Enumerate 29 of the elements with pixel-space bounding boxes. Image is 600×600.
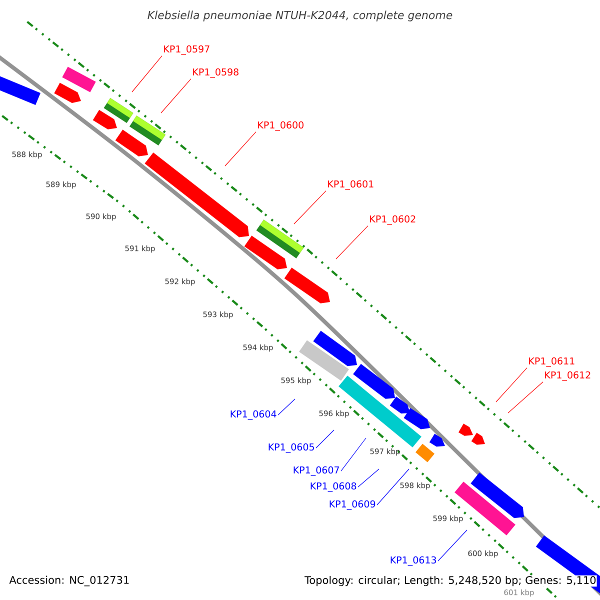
gene-label: KP1_0601 [328,180,374,190]
gene-label: KP1_0607 [294,466,339,476]
leader-line [376,468,410,506]
leader-line [160,78,192,114]
gene-label: KP1_0598 [193,68,238,78]
gene-label: KP1_0613 [390,556,436,566]
leader-line [294,190,326,224]
gene-label: KP1_0605 [268,443,314,453]
gene-label: KP1_0597 [164,45,210,55]
leader-line [316,430,334,448]
gene-label: KP1_0612 [545,371,590,381]
gene-label: KP1_0604 [230,410,276,420]
leader-line [224,132,256,166]
leader-line [438,530,468,562]
gene-label: KP1_0600 [258,121,304,131]
leader-line [278,398,296,416]
accession-text: Accession: NC_012731 [9,576,129,586]
gene-label: KP1_0608 [310,482,356,492]
gene-label: KP1_0609 [330,500,376,510]
gene-label: KP1_0602 [370,215,416,225]
leader-line [132,56,162,92]
genome-info-text: Topology: circular; Length: 5,248,520 bp; Genes: 5,110 [304,575,597,587]
title: Klebsiella pneumoniae NTUH-K2044, complete genome [148,10,452,22]
gene-label: KP1_0611 [529,357,574,367]
leader-line [336,226,368,260]
leader-line [340,438,366,472]
leader-line [358,468,380,488]
leader-line [508,382,544,414]
leader-line [496,368,528,402]
